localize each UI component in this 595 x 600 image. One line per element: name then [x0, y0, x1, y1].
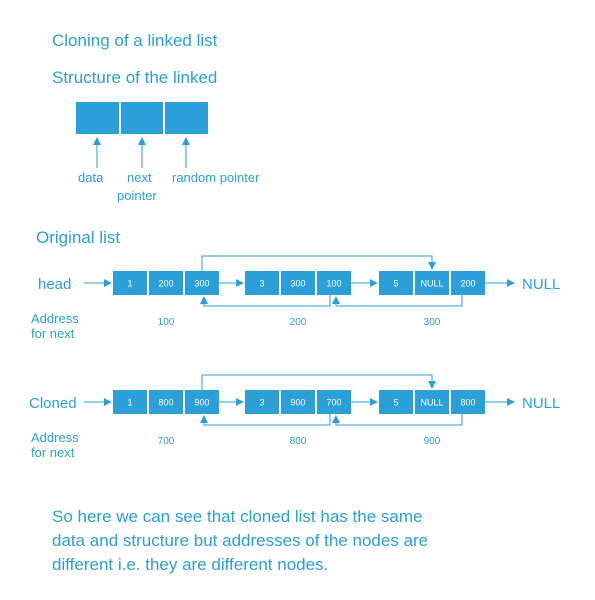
structure-pointer-label: pointer [117, 188, 157, 203]
cloned-node: 3 900 700 [245, 390, 351, 414]
cloned-node-address: 700 [158, 436, 175, 447]
cloned-address-label: Address [31, 430, 79, 445]
cloned-node-next-cell [149, 390, 183, 414]
original-list-heading: Original list [36, 228, 120, 247]
original-node-next-cell [281, 271, 315, 295]
original-node-random-value: 100 [326, 279, 341, 289]
cloned-node-random-cell [317, 390, 351, 414]
cloned-node-random-cell [185, 390, 219, 414]
structure-data-label: data [78, 170, 104, 185]
summary-line-1: So here we can see that cloned list has … [52, 507, 422, 526]
structure-node [76, 102, 208, 134]
original-head-label: head [38, 276, 71, 293]
cloned-node-data-value: 3 [259, 398, 264, 408]
original-node-address: 100 [158, 317, 175, 328]
cloned-node-next-value: NULL [420, 398, 443, 408]
cloned-node-data-cell [379, 390, 413, 414]
cloned-head-label: Cloned [29, 395, 77, 412]
cloned-node-next-cell [415, 390, 449, 414]
cloned-node-next-value: 900 [290, 398, 305, 408]
original-node-random-cell [185, 271, 219, 295]
cloned-node-random-value: 800 [460, 398, 475, 408]
original-node: 1 200 300 [113, 271, 219, 295]
cloned-node-data-cell [113, 390, 147, 414]
original-random-arrow-bottom-left [200, 295, 331, 307]
cloned-node-random-value: 900 [194, 398, 209, 408]
summary-line-2: data and structure but addresses of the … [52, 531, 428, 550]
cloned-node: 5 NULL 800 [379, 390, 485, 414]
original-node-data-cell [379, 271, 413, 295]
cloned-address-label-2: for next [31, 445, 75, 460]
original-node-address: 200 [290, 317, 307, 328]
original-node-random-value: 200 [460, 279, 475, 289]
cloned-node-next-cell [281, 390, 315, 414]
original-list: head 1 200 300 100 3 300 100 200 5 NULL 200 300 NULL A… [31, 255, 560, 341]
cloned-node-random-value: 700 [326, 398, 341, 408]
structure-next-label: next [127, 170, 152, 185]
cloned-node-data-cell [245, 390, 279, 414]
original-address-label-2: for next [31, 326, 75, 341]
original-node: 5 NULL 200 [379, 271, 485, 295]
original-node-data-value: 5 [393, 279, 398, 289]
original-address-label: Address [31, 311, 79, 326]
original-random-arrow-bottom-right [332, 295, 463, 307]
original-node-next-value: 200 [158, 279, 173, 289]
original-node-random-cell [317, 271, 351, 295]
original-node-data-cell [245, 271, 279, 295]
cloned-list: Cloned 1 800 900 700 3 900 700 800 5 NULL 800 900 NUL… [29, 374, 560, 460]
cloned-random-arrow-top [201, 374, 436, 390]
original-node-next-value: NULL [420, 279, 443, 289]
cloned-node-random-cell [451, 390, 485, 414]
cloned-random-arrow-bottom-left [200, 414, 331, 426]
cloned-node: 1 800 900 [113, 390, 219, 414]
original-node-data-cell [113, 271, 147, 295]
cloned-node-next-value: 800 [158, 398, 173, 408]
structure-heading: Structure of the linked [52, 68, 217, 87]
original-node-next-value: 300 [290, 279, 305, 289]
original-null-label: NULL [522, 276, 560, 293]
cloned-null-label: NULL [522, 395, 560, 412]
page-title: Cloning of a linked list [52, 31, 218, 50]
structure-random-cell [165, 102, 208, 134]
cloned-node-data-value: 1 [127, 398, 132, 408]
cloned-node-address: 800 [290, 436, 307, 447]
original-node-random-value: 300 [194, 279, 209, 289]
original-node-next-cell [149, 271, 183, 295]
structure-next-cell [121, 102, 163, 134]
structure-random-label: random pointer [172, 170, 260, 185]
original-node-next-cell [415, 271, 449, 295]
cloned-node-address: 900 [424, 436, 441, 447]
cloned-random-arrow-bottom-right [332, 414, 463, 426]
original-node-data-value: 3 [259, 279, 264, 289]
structure-data-cell [76, 102, 119, 134]
original-node: 3 300 100 [245, 271, 351, 295]
original-node-random-cell [451, 271, 485, 295]
original-node-data-value: 1 [127, 279, 132, 289]
original-node-address: 300 [424, 317, 441, 328]
cloned-node-data-value: 5 [393, 398, 398, 408]
original-random-arrow-top [201, 255, 436, 271]
summary-line-3: different i.e. they are different nodes. [52, 555, 328, 574]
